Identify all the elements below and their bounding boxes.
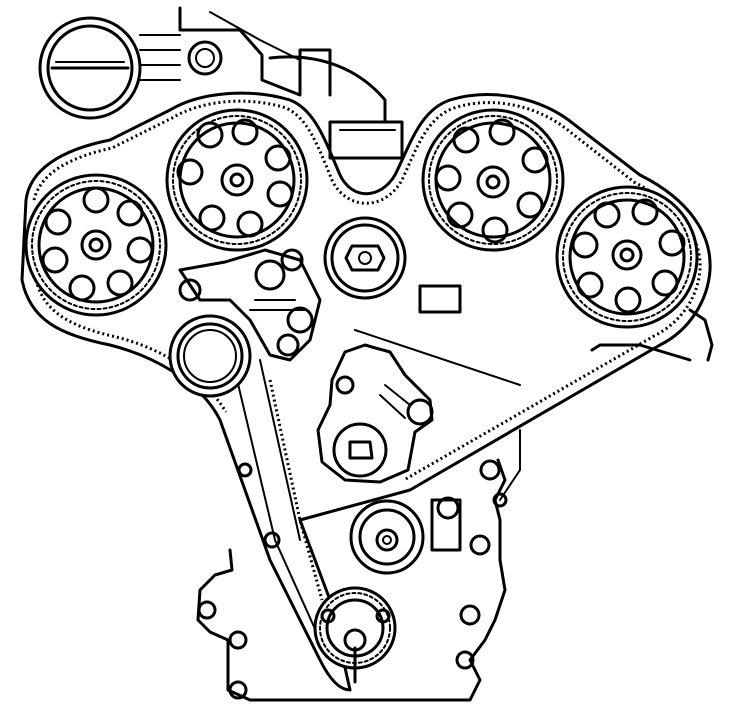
crankshaft-sprocket [313, 586, 397, 684]
idler-pulley-left [168, 314, 252, 398]
center-bracket [328, 120, 521, 386]
tensioner-pulley [349, 496, 462, 575]
water-pump-housing [178, 248, 322, 362]
camshaft-sprocket-left-outer [24, 173, 168, 317]
idler-pulley-upper [323, 216, 407, 300]
belt-tensioner [316, 343, 434, 484]
camshaft-sprocket-right-outer [555, 185, 699, 329]
fuel-pump-cap [38, 16, 223, 120]
engine-block-outline [178, 6, 714, 702]
camshaft-sprocket-right-inner [421, 108, 565, 252]
block-bolt-holes [197, 459, 508, 700]
camshaft-sprocket-left-inner [165, 108, 309, 252]
